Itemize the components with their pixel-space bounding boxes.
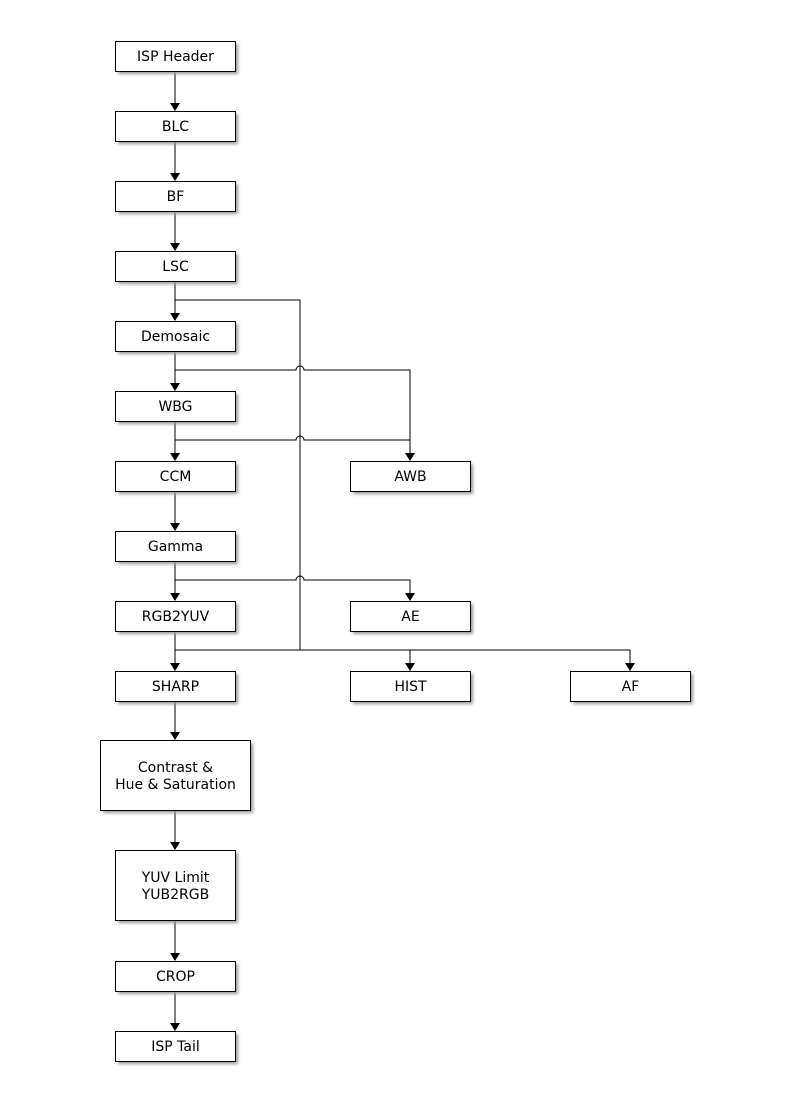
node-label: WBG bbox=[158, 399, 192, 415]
node-label-line: Hue & Saturation bbox=[115, 777, 236, 793]
node-label: BF bbox=[167, 189, 185, 205]
node-blc: BLC bbox=[115, 111, 238, 144]
gamma-to-ae-line bbox=[175, 575, 411, 594]
node-rgb2yuv: RGB2YUV bbox=[115, 601, 238, 634]
node-yuv-limit: YUV Limit YUB2RGB bbox=[115, 850, 238, 923]
wbg-to-awb-line bbox=[175, 435, 410, 441]
node-wbg: WBG bbox=[115, 391, 238, 424]
node-demosaic: Demosaic bbox=[115, 321, 238, 354]
node-hist: HIST bbox=[350, 671, 473, 704]
connectors bbox=[170, 71, 635, 1031]
node-ccm: CCM bbox=[115, 461, 238, 494]
rgb2yuv-to-stats-line bbox=[175, 649, 631, 664]
node-label: HIST bbox=[394, 679, 427, 695]
node-isp-tail: ISP Tail bbox=[115, 1031, 238, 1064]
arrowheads bbox=[170, 103, 635, 1031]
demosaic-to-awb-line bbox=[175, 365, 411, 454]
node-contrast-hue-saturation: Contrast & Hue & Saturation bbox=[100, 740, 253, 813]
node-label: AF bbox=[622, 679, 640, 695]
node-ae: AE bbox=[350, 601, 473, 634]
node-label: Demosaic bbox=[141, 329, 210, 345]
node-label: Gamma bbox=[148, 539, 203, 555]
node-label: SHARP bbox=[152, 679, 199, 695]
node-crop: CROP bbox=[115, 961, 238, 994]
node-label: BLC bbox=[162, 119, 189, 135]
node-label: CCM bbox=[160, 469, 192, 485]
node-label: CROP bbox=[156, 969, 195, 985]
node-isp-header: ISP Header bbox=[115, 41, 238, 74]
node-bf: BF bbox=[115, 181, 238, 214]
node-label: RGB2YUV bbox=[142, 609, 210, 625]
node-label: AE bbox=[401, 609, 419, 625]
node-sharp: SHARP bbox=[115, 671, 238, 704]
node-label-line: YUV Limit bbox=[141, 870, 210, 886]
node-label-line: Contrast & bbox=[138, 760, 213, 776]
node-label: ISP Header bbox=[137, 49, 214, 65]
lsc-to-stats-line bbox=[175, 299, 301, 650]
node-label-line: YUB2RGB bbox=[141, 887, 210, 903]
node-label: ISP Tail bbox=[151, 1039, 200, 1055]
node-label: LSC bbox=[162, 259, 189, 275]
node-gamma: Gamma bbox=[115, 531, 238, 564]
node-awb: AWB bbox=[350, 461, 473, 494]
node-label: AWB bbox=[394, 469, 426, 485]
node-lsc: LSC bbox=[115, 251, 238, 284]
node-af: AF bbox=[570, 671, 693, 704]
